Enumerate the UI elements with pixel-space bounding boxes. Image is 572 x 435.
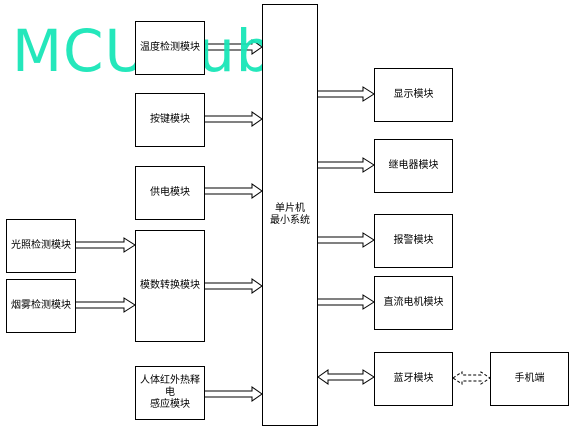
mcu-minimum-system: 单片机 最小系统: [262, 4, 318, 426]
arrow-mcu-to-relay: [318, 157, 375, 173]
phone-terminal: 手机端: [490, 352, 569, 406]
module-keys: 按键模块: [135, 93, 205, 147]
arrow-adc-to-mcu: [205, 278, 263, 294]
arrow-mcu-to-display: [318, 86, 375, 102]
arrow-mcu-to-alarm: [318, 232, 375, 248]
arrow-light-to-adc: [76, 237, 136, 253]
module-light-sensor: 光照检测模块: [6, 219, 76, 273]
module-smoke-sensor: 烟雾检测模块: [6, 279, 76, 333]
module-power: 供电模块: [135, 166, 205, 220]
module-temperature: 温度检测模块: [135, 21, 205, 75]
module-alarm: 报警模块: [374, 214, 453, 268]
arrow-smoke-to-adc: [76, 297, 136, 313]
module-dc-motor: 直流电机模块: [374, 276, 453, 330]
module-pir: 人体红外热释电 感应模块: [135, 366, 205, 420]
arrow-power-to-mcu: [205, 183, 263, 199]
module-adc: 模数转换模块: [135, 230, 205, 342]
arrow-mcu-to-dc-motor: [318, 294, 375, 310]
arrow-mcu-bluetooth-bidirectional: [317, 369, 375, 385]
module-relay: 继电器模块: [374, 139, 453, 193]
arrow-bluetooth-phone-wireless: [452, 371, 491, 385]
arrow-keys-to-mcu: [205, 111, 263, 127]
arrow-pir-to-mcu: [205, 386, 263, 402]
module-bluetooth: 蓝牙模块: [374, 352, 453, 406]
module-display: 显示模块: [374, 68, 453, 122]
